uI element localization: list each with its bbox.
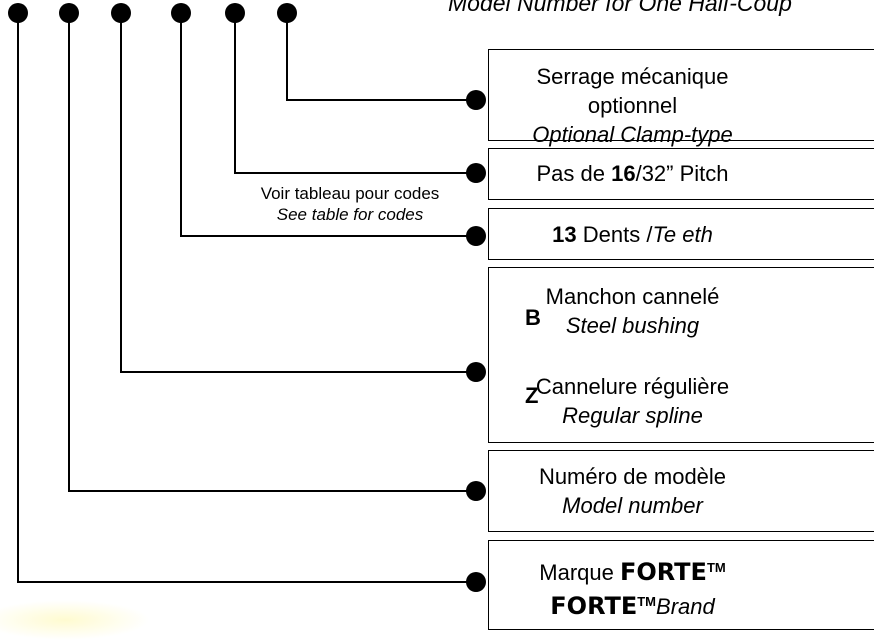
connector-line-teeth bbox=[180, 13, 476, 237]
brand-en-label: Brand bbox=[656, 594, 715, 619]
bushing-z-fr: Cannelure régulière bbox=[535, 374, 730, 399]
brand-box: Marque FORTETM FORTETMBrand bbox=[488, 540, 874, 630]
bushing-box: B Manchon cannelé Steel bushing Z Cannel… bbox=[488, 267, 874, 443]
bushing-option-b: Manchon cannelé Steel bushing bbox=[489, 282, 874, 340]
brand-fr-label: Marque bbox=[539, 560, 620, 585]
connector-line-model bbox=[68, 13, 476, 492]
code-letter-b: B bbox=[525, 305, 541, 330]
end-dot-bushing bbox=[466, 362, 486, 382]
bushing-b-en: Steel bushing bbox=[565, 313, 700, 338]
connector-lines bbox=[8, 3, 486, 592]
end-dot-teeth bbox=[466, 226, 486, 246]
top-dot-4 bbox=[171, 3, 191, 23]
forte-logo-2: FORTE bbox=[550, 592, 638, 620]
pitch-number: 16 bbox=[611, 161, 636, 186]
connector-line-brand bbox=[17, 13, 476, 583]
codes-note-fr: Voir tableau pour codes bbox=[260, 184, 440, 203]
forte-logo: FORTE bbox=[619, 558, 707, 586]
connector-line-pitch bbox=[234, 13, 476, 174]
trademark-symbol-2: TM bbox=[637, 594, 657, 609]
pitch-pre: Pas de bbox=[536, 161, 612, 186]
diagram-title: Model Number for One Half-Coup bbox=[448, 0, 792, 16]
brand-line-en: FORTETMBrand bbox=[489, 587, 776, 621]
top-dot-3 bbox=[111, 3, 131, 23]
brand-line-fr: Marque FORTETM bbox=[489, 553, 776, 587]
clamp-en: Optional Clamp-type bbox=[532, 122, 733, 147]
model-fr: Numéro de modèle bbox=[538, 464, 727, 489]
teeth-fr: Dents / bbox=[576, 222, 653, 247]
end-dot-pitch bbox=[466, 163, 486, 183]
clamp-fr: Serrage mécanique optionnel bbox=[536, 64, 729, 118]
end-dot-model bbox=[466, 481, 486, 501]
top-dot-5 bbox=[225, 3, 245, 23]
bushing-z-en: Regular spline bbox=[562, 403, 703, 428]
pitch-box: Pas de 16/32” Pitch bbox=[488, 148, 874, 200]
teeth-box: 13 Dents /Te eth bbox=[488, 208, 874, 260]
top-dot-2 bbox=[59, 3, 79, 23]
bushing-option-z: Cannelure régulière Regular spline bbox=[489, 372, 874, 430]
model-en: Model number bbox=[562, 493, 703, 518]
teeth-number: 13 bbox=[552, 222, 577, 247]
teeth-en: Te eth bbox=[652, 222, 713, 247]
code-letter-z: Z bbox=[525, 383, 539, 408]
clamp-box: Serrage mécanique optionnel Optional Cla… bbox=[488, 49, 874, 147]
model-box: Numéro de modèle Model number bbox=[488, 450, 874, 532]
connector-line-bushing bbox=[120, 13, 476, 373]
end-dot-clamp bbox=[466, 90, 486, 110]
codes-note-en: See table for codes bbox=[276, 205, 424, 224]
top-dot-6 bbox=[277, 3, 297, 23]
top-dot-1 bbox=[8, 3, 28, 23]
codes-note: Voir tableau pour codes See table for co… bbox=[236, 183, 464, 225]
bushing-b-fr: Manchon cannelé bbox=[545, 284, 720, 309]
trademark-symbol: TM bbox=[706, 560, 726, 575]
end-dot-brand bbox=[466, 572, 486, 592]
connector-line-clamp bbox=[286, 13, 476, 101]
pitch-post: /32” Pitch bbox=[635, 161, 729, 186]
